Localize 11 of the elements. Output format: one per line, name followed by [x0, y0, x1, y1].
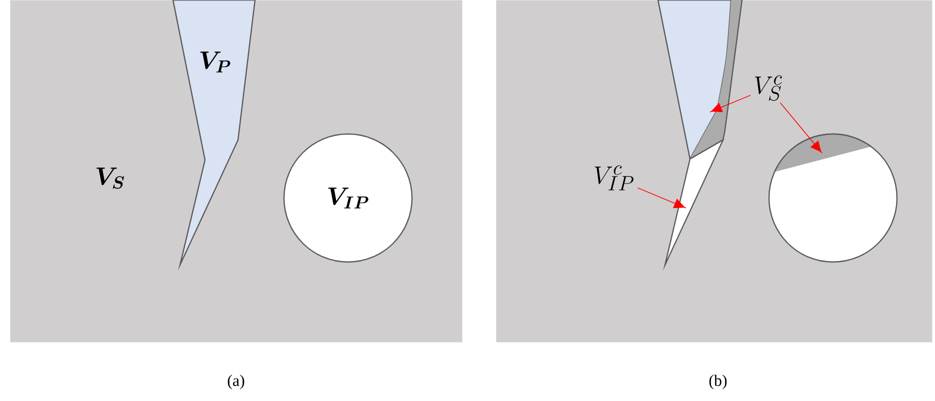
circle-region: $V_{IP}$: [283, 133, 413, 263]
panel-label: (a): [228, 374, 244, 390]
arrow: [637, 187, 686, 208]
panel-label: (b): [709, 374, 727, 390]
circle-region: [768, 133, 898, 263]
arrow: [710, 94, 751, 112]
wedge-region: [657, 0, 732, 160]
wedge-region: $V_{P}$: [172, 0, 256, 271]
arrow: [780, 102, 822, 154]
region-label: $V_{S}^{c}$: [754, 75, 782, 101]
region-label: $V_{IP}^{c}$: [594, 165, 634, 190]
